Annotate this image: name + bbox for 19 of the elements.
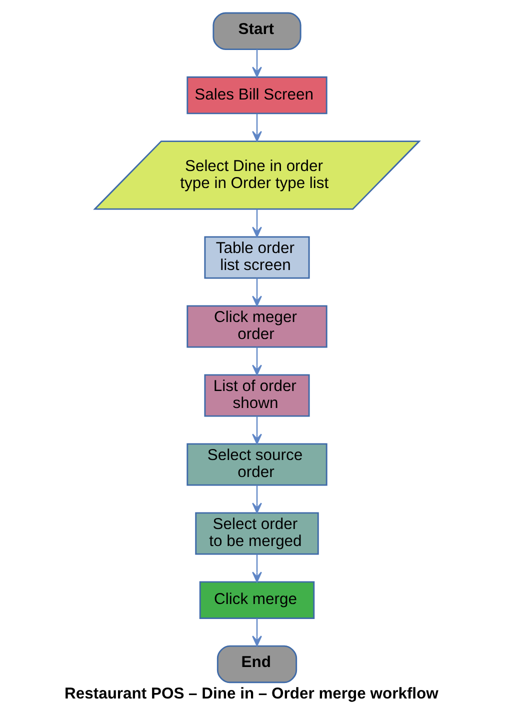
arrow <box>252 618 262 646</box>
arrow <box>252 49 262 78</box>
node-box: Click meger order <box>186 305 328 348</box>
arrow <box>252 278 262 306</box>
node-box: Click merge <box>199 581 315 619</box>
node-box: Select source order <box>186 443 328 486</box>
caption: Restaurant POS – Dine in – Order merge workflow <box>64 686 438 703</box>
node-box: End <box>216 645 298 684</box>
node-box: Sales Bill Screen <box>186 76 328 114</box>
arrow <box>252 554 262 582</box>
arrow <box>252 114 262 142</box>
node-box: Select order to be merged <box>195 512 319 555</box>
arrow <box>252 347 262 376</box>
node-box: Table order list screen <box>204 236 310 279</box>
node-box: Start <box>212 12 302 50</box>
node-box: List of order shown <box>204 374 310 417</box>
arrow <box>252 209 262 238</box>
arrow <box>252 485 262 514</box>
arrow <box>252 416 262 444</box>
